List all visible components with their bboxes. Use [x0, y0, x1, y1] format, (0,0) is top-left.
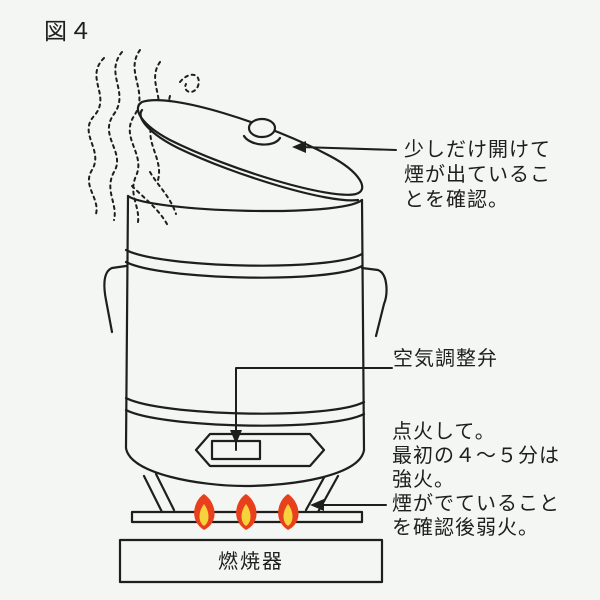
fire-callout-text: 点火して。 最初の４～５分は 強火。 煙がでていること を確認後弱火。 — [392, 419, 560, 539]
figure-label: 図４ — [44, 19, 94, 45]
callout-line: とを確認。 — [404, 187, 509, 211]
callout-line: 点火して。 — [392, 419, 496, 443]
pot-lid — [136, 99, 397, 202]
lid-callout-arrowhead — [292, 141, 306, 153]
callout-line: 煙がでていること — [392, 491, 560, 515]
flame-icon — [194, 494, 215, 530]
flame-icon — [236, 494, 257, 530]
callout-line: 少しだけ開けて — [404, 137, 551, 161]
callout-line: 煙が出ているこ — [404, 162, 551, 186]
callout-line: を確認後弱火。 — [392, 515, 539, 539]
air-control-valve — [194, 367, 393, 468]
flame-icon — [278, 494, 299, 530]
valve-callout-arrowhead — [230, 430, 242, 444]
burner-flames — [194, 494, 299, 530]
air-valve-callout-text: 空気調整弁 — [393, 346, 498, 370]
lid-callout-text: 少しだけ開けて 煙が出ているこ とを確認。 — [404, 137, 551, 212]
burner-label: 燃焼器 — [218, 549, 284, 573]
callout-line: 強火。 — [392, 467, 455, 491]
burner-base — [118, 538, 384, 584]
fire-callout-arrowhead — [310, 499, 324, 511]
callout-line: 最初の４～５分は — [392, 443, 560, 467]
pot-handles — [103, 264, 388, 338]
